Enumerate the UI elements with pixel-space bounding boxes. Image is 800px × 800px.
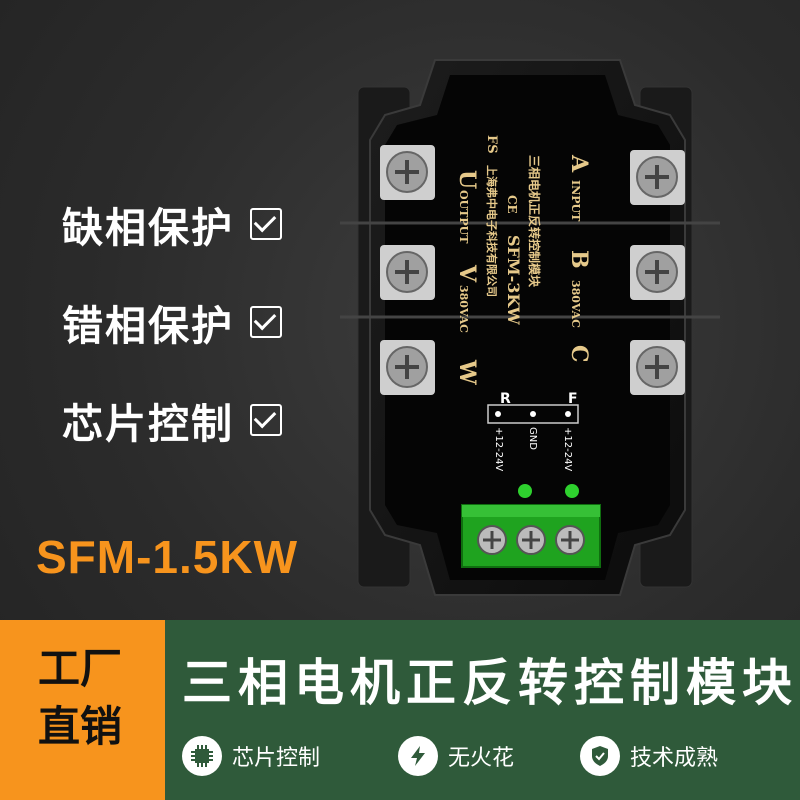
badge-chip-control: 芯片控制	[182, 736, 320, 776]
chip-icon	[182, 736, 222, 776]
feature-label: 缺相保护	[62, 204, 234, 252]
terminal-label-w: W	[454, 359, 480, 385]
module-faceplate	[385, 75, 670, 580]
module-model-code: SFM-3KW	[504, 235, 523, 326]
brand-logo: FS	[484, 135, 499, 154]
ctrl-pin-2: GND	[527, 427, 538, 450]
input-voltage: 380VAC	[569, 280, 582, 328]
led-indicator-r	[518, 484, 532, 498]
ctrl-label-f: F	[568, 391, 578, 407]
model-number: SFM-1.5KW	[36, 531, 298, 583]
feature-phase-loss-protection: 缺相保护	[62, 194, 282, 254]
promo-text: 工厂 直销	[0, 640, 160, 756]
badge-no-spark: 无火花	[398, 736, 514, 776]
terminal-label-b: B	[566, 250, 592, 269]
lightning-icon	[398, 736, 438, 776]
input-label: INPUT	[569, 180, 582, 222]
control-terminal-block	[461, 504, 601, 568]
terminal-label-u: U	[454, 170, 480, 189]
badge-label: 芯片控制	[232, 746, 321, 771]
ce-mark: CE	[505, 195, 519, 214]
feature-chip-control: 芯片控制	[62, 390, 282, 450]
ctrl-pin-1: +12-24V	[493, 427, 504, 471]
banner-title: 三相电机正反转控制模块	[182, 654, 798, 712]
terminal-label-v: V	[454, 264, 480, 283]
checkbox-icon	[250, 404, 282, 436]
terminal-label-a: A	[566, 154, 592, 173]
module-title: 三相电机正反转控制模块	[527, 155, 542, 288]
terminal-block-left	[380, 145, 435, 395]
terminal-block-right	[630, 150, 685, 395]
ctrl-label-r: R	[500, 391, 511, 407]
ctrl-pin-3: +12-24V	[562, 427, 573, 471]
checkbox-icon	[250, 208, 282, 240]
promo-line-1: 工厂	[37, 644, 122, 693]
checkbox-icon	[250, 306, 282, 338]
output-voltage: 380VAC	[457, 285, 470, 333]
output-label: OUTPUT	[457, 190, 470, 244]
badge-label: 无火花	[448, 746, 515, 771]
feature-label: 错相保护	[62, 302, 234, 350]
terminal-label-c: C	[566, 345, 592, 363]
promo-badge	[0, 620, 165, 800]
badge-label: 技术成熟	[630, 746, 719, 771]
promo-line-2: 直销	[37, 702, 122, 751]
badge-mature-tech: 技术成熟	[580, 736, 718, 776]
product-module-image: U V W OUTPUT 380VAC FS 上海弗中电子科技有限公司 CE S…	[340, 59, 720, 596]
feature-label: 芯片控制	[62, 400, 234, 448]
shield-check-icon	[580, 736, 620, 776]
control-terminal-labels: R F +12-24V GND +12-24V	[487, 391, 579, 471]
company-name: 上海弗中电子科技有限公司	[485, 165, 499, 297]
feature-phase-error-protection: 错相保护	[62, 292, 282, 352]
led-indicator-f	[565, 484, 579, 498]
